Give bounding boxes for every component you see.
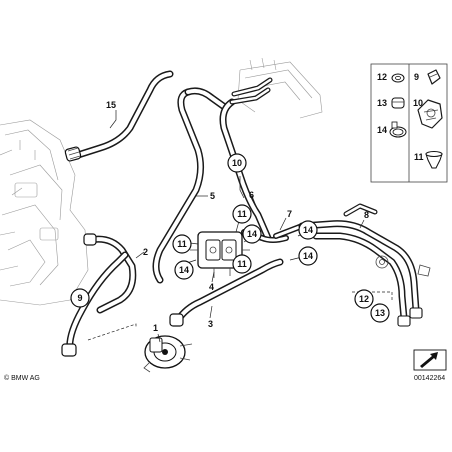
hose-2 xyxy=(83,233,137,314)
clip-icon-9 xyxy=(427,69,441,85)
arrow-box-icon xyxy=(413,349,447,371)
callout-14-circle-c xyxy=(298,220,318,240)
callout-12-circle xyxy=(354,289,374,309)
callout-8: 8 xyxy=(364,210,369,220)
callout-14b: 14 xyxy=(179,265,189,275)
callout-7: 7 xyxy=(287,209,292,219)
hose-6 xyxy=(241,229,289,243)
pipe-8 xyxy=(298,203,431,327)
hose-9 xyxy=(61,251,129,357)
legend-label-10: 10 xyxy=(413,98,423,108)
callout-14d: 14 xyxy=(303,251,313,261)
callouts: 15 5 6 7 8 2 4 3 1 10 11 11 11 14 14 14 … xyxy=(70,100,390,333)
valve-4 xyxy=(190,231,250,278)
hose-clamp-icon xyxy=(389,121,407,138)
legend-label-13: 13 xyxy=(377,98,387,108)
callout-11-circle-b xyxy=(172,234,192,254)
hose-15 xyxy=(64,70,174,162)
callout-5: 5 xyxy=(210,191,215,201)
hose-5 xyxy=(152,87,230,284)
callout-14-circle-a xyxy=(242,224,262,244)
legend-label-11: 11 xyxy=(414,152,424,162)
hose-3 xyxy=(169,258,284,327)
callout-2: 2 xyxy=(143,247,148,257)
legend-label-9: 9 xyxy=(414,72,419,82)
callout-11a: 11 xyxy=(237,209,247,219)
callout-14-circle-b xyxy=(174,260,194,280)
callout-9-circle xyxy=(70,288,90,308)
callout-14c: 14 xyxy=(303,225,313,235)
bulkhead-outline xyxy=(237,57,323,119)
callout-3: 3 xyxy=(208,319,213,329)
legend-label-14: 14 xyxy=(377,125,387,135)
copyright-text: © BMW AG xyxy=(4,374,40,382)
callout-11c: 11 xyxy=(237,259,247,269)
callout-10: 10 xyxy=(232,158,242,168)
bracket-icon-10 xyxy=(417,99,443,129)
callout-6: 6 xyxy=(249,190,254,200)
callout-11-circle-c xyxy=(232,254,252,274)
engine-block-outline xyxy=(0,119,89,306)
callout-10-circle xyxy=(227,153,247,173)
plug-icon-11 xyxy=(425,151,443,169)
cap-icon xyxy=(391,97,405,109)
callout-1: 1 xyxy=(153,323,158,333)
callout-14a: 14 xyxy=(247,229,257,239)
hose-10 xyxy=(219,77,273,242)
callout-11-circle-a xyxy=(232,204,252,224)
small-parts-legend: 12 13 14 9 10 11 xyxy=(370,63,448,183)
callout-12: 12 xyxy=(359,294,369,304)
hose-7 xyxy=(273,223,305,239)
callout-15: 15 xyxy=(106,100,116,110)
callout-11b: 11 xyxy=(177,239,187,249)
callout-14-circle-d xyxy=(298,246,318,266)
grommet-icon xyxy=(391,73,405,83)
callout-13-circle xyxy=(370,303,390,323)
pump-1 xyxy=(143,335,193,373)
callout-13: 13 xyxy=(375,308,385,318)
callout-4: 4 xyxy=(209,282,214,292)
legend-label-12: 12 xyxy=(377,72,387,82)
diagram-id-text: 00142264 xyxy=(414,375,445,382)
callout-9: 9 xyxy=(77,293,82,303)
